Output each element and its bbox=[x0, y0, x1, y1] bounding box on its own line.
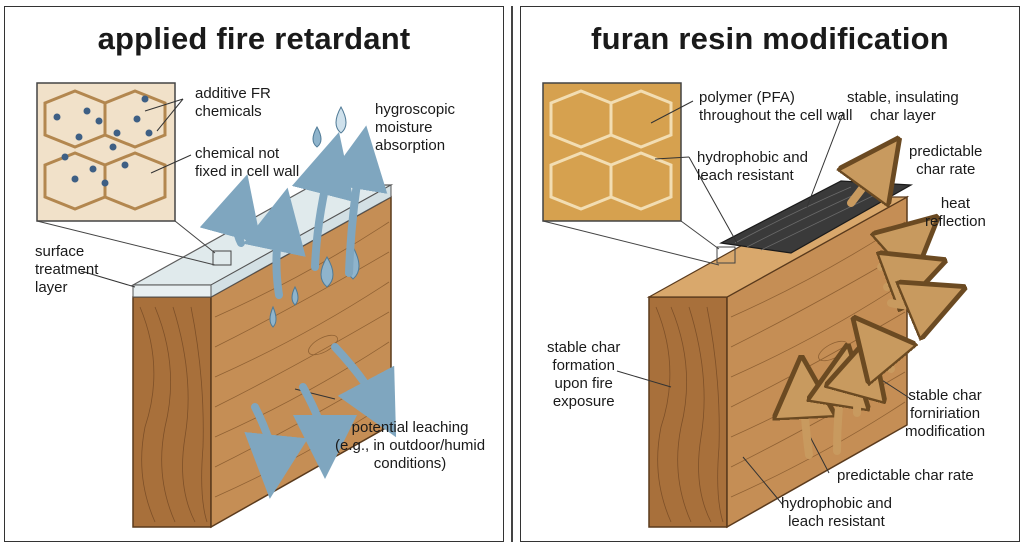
label-pfa-polymer: polymer (PFA) throughout the cell wall bbox=[699, 89, 853, 124]
right-illustration bbox=[542, 82, 1021, 529]
label-stable-char-formation: stable char formation upon fire exposure bbox=[547, 339, 621, 410]
label-surface-treatment: surface treatment layer bbox=[35, 243, 99, 296]
left-illustration bbox=[36, 82, 397, 529]
inset-cell-view bbox=[36, 82, 232, 266]
right-leader-lines bbox=[616, 100, 912, 506]
panel-furan-resin-modification: furan resin modification bbox=[520, 6, 1020, 542]
label-additive-fr: additive FR chemicals bbox=[195, 85, 271, 120]
panel-title: furan resin modification bbox=[591, 21, 949, 56]
label-chemical-not-fixed: chemical not fixed in cell wall bbox=[195, 145, 300, 180]
panel-divider bbox=[511, 6, 513, 542]
label-predictable-char-rate-bottom: predictable char rate bbox=[837, 467, 974, 484]
panel-title: applied fire retardant bbox=[97, 21, 411, 56]
label-hygroscopic-moisture: hygroscopic moisture absorption bbox=[375, 101, 456, 154]
panel-applied-fire-retardant: applied fire retardant bbox=[4, 6, 504, 542]
label-insulating-char-layer: stable, insulating char layer bbox=[847, 89, 959, 124]
label-predictable-char-rate-top: predictable char rate bbox=[909, 143, 983, 178]
surface-coating-front bbox=[132, 284, 212, 298]
inset-cell-view-right bbox=[542, 82, 736, 266]
moisture-arrows bbox=[199, 125, 397, 499]
char-arrows bbox=[803, 163, 937, 459]
label-hydrophobic-top: hydrophobic and leach resistant bbox=[697, 149, 808, 184]
label-stable-char-modification: stable char forniriation modification bbox=[905, 387, 986, 440]
label-potential-leaching: potential leaching (e.g., in outdoor/hum… bbox=[335, 419, 486, 472]
block-front-face bbox=[648, 296, 728, 528]
label-heat-reflection: heat reflection bbox=[925, 195, 986, 230]
label-hydrophobic-bottom: hydrophobic and leach resistant bbox=[781, 495, 892, 530]
block-front-face bbox=[132, 296, 212, 528]
left-leader-lines bbox=[80, 98, 336, 400]
wood-block bbox=[130, 184, 394, 529]
